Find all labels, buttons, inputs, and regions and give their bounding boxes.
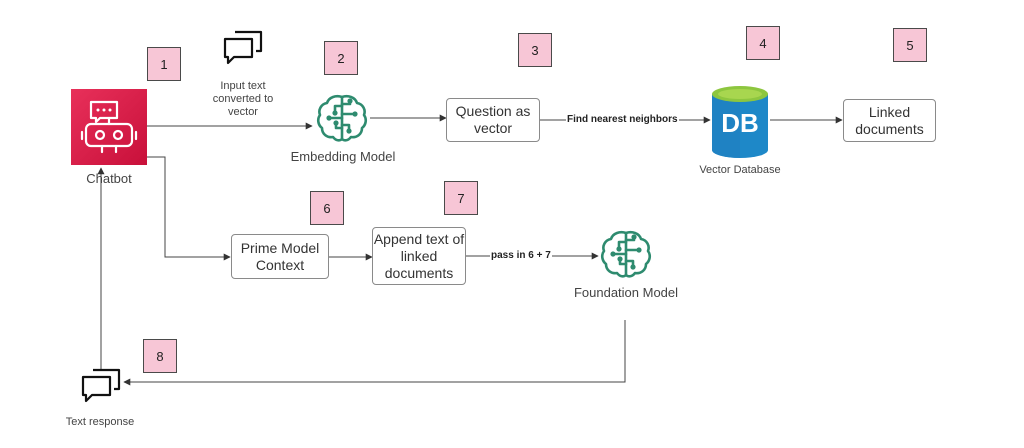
find-nearest-neighbors-label: Find nearest neighbors	[566, 114, 679, 125]
text-response-label: Text response	[65, 416, 135, 428]
input-text-label: Input text converted to vector	[212, 80, 274, 118]
database-icon	[712, 86, 768, 158]
append-text-box: Append text of linked documents	[372, 227, 466, 285]
edge-chatbot-prime	[147, 156, 231, 261]
foundation-model-label: Foundation Model	[573, 285, 679, 300]
step-badge-1: 1	[147, 47, 181, 81]
db-logo-text: DB	[721, 108, 759, 138]
question-as-vector-box: Question as vector	[446, 98, 540, 142]
step-badge-8: 8	[143, 339, 177, 373]
edge-foundation-response	[123, 320, 626, 386]
chatbot-node	[71, 89, 147, 165]
chatbot-label: Chatbot	[86, 171, 132, 186]
prime-model-context-box: Prime Model Context	[231, 234, 329, 279]
brain-circuit-icon	[316, 94, 368, 142]
linked-documents-box: Linked documents	[843, 99, 936, 142]
chat-bubbles-icon	[223, 30, 263, 65]
step-badge-5: 5	[893, 28, 927, 62]
chat-bubbles-icon	[81, 368, 121, 403]
pass-in-label: pass in 6 + 7	[490, 250, 552, 261]
step-badge-4: 4	[746, 26, 780, 60]
vector-database-label: Vector Database	[699, 164, 781, 176]
embedding-model-label: Embedding Model	[290, 149, 396, 164]
step-badge-6: 6	[310, 191, 344, 225]
step-badge-2: 2	[324, 41, 358, 75]
brain-circuit-icon	[600, 230, 652, 278]
step-badge-7: 7	[444, 181, 478, 215]
robot-icon	[80, 100, 138, 154]
step-badge-3: 3	[518, 33, 552, 67]
